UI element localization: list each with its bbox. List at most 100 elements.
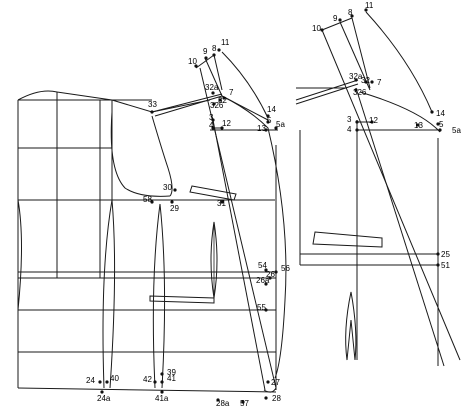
detail-point-51	[436, 263, 440, 267]
main-label-13: 13	[257, 124, 266, 133]
detail-label-5: 5	[439, 120, 444, 129]
detail-label-4: 4	[347, 125, 352, 134]
main-point-10	[194, 64, 198, 68]
detail-point-3	[355, 120, 359, 124]
detail-point-32a	[354, 78, 358, 82]
main-label-57: 57	[240, 399, 249, 408]
main-point-29	[170, 200, 174, 204]
detail-point-10	[320, 28, 324, 32]
detail-label-51: 51	[441, 261, 450, 270]
main-label-9: 9	[203, 47, 208, 56]
main-point-13	[264, 128, 268, 132]
main-point-24	[98, 380, 102, 384]
detail-label-32a: 32a	[349, 72, 363, 81]
detail-point-8	[350, 14, 354, 18]
detail-lapel-1	[321, 29, 461, 361]
main-point-8	[212, 53, 216, 57]
main-point-4	[211, 126, 215, 130]
main-label-3: 3	[209, 113, 214, 122]
detail-point-13	[416, 123, 420, 127]
main-point-30	[173, 188, 177, 192]
main-point-57	[241, 400, 245, 404]
detail-collar-curve	[365, 11, 433, 113]
detail-label-9: 9	[333, 14, 338, 23]
detail-point-25	[436, 252, 440, 256]
back-shoulder-seam	[56, 91, 211, 113]
lapel-line-2	[204, 57, 223, 97]
detail-vertical-12	[355, 87, 445, 367]
detail-top-line-c	[295, 83, 359, 105]
detail-point-7	[370, 80, 374, 84]
detail-draft	[295, 11, 461, 367]
main-label-10: 10	[188, 57, 197, 66]
detail-point-14	[430, 110, 434, 114]
main-label-11: 11	[221, 38, 230, 47]
main-label-31: 31	[217, 199, 226, 208]
main-label-40: 40	[110, 374, 119, 383]
main-label-30: 30	[163, 183, 172, 192]
detail-label-11: 11	[365, 1, 374, 10]
main-point-3	[211, 118, 215, 122]
detail-label-13: 13	[414, 121, 423, 130]
main-point-14	[266, 114, 270, 118]
back-side-dart	[17, 199, 22, 311]
main-point-27	[266, 380, 270, 384]
front-shoulder-line	[151, 93, 223, 113]
detail-label-8: 8	[348, 8, 353, 17]
detail-dart	[345, 291, 357, 361]
main-label-41: 41	[167, 374, 176, 383]
main-point-11	[217, 48, 221, 52]
back-panel-dart	[102, 199, 113, 389]
main-point-9	[204, 56, 208, 60]
detail-point-5	[436, 122, 440, 126]
detail-lapel-3	[351, 17, 371, 89]
main-point-41	[160, 380, 164, 384]
side-panel-dart	[109, 199, 116, 389]
detail-label-12: 12	[369, 116, 378, 125]
main-point-58	[150, 200, 154, 204]
main-label-5: 5	[267, 116, 272, 125]
detail-point-9	[338, 18, 342, 22]
front-panel-dart-right	[159, 203, 166, 389]
main-point-32	[218, 98, 222, 102]
main-label-26: 26	[266, 270, 275, 279]
front-edge-curve	[221, 95, 287, 379]
main-label-54: 54	[258, 261, 267, 270]
main-label-5a: 5a	[276, 120, 285, 129]
detail-label-14: 14	[436, 109, 445, 118]
detail-point-326	[354, 88, 358, 92]
main-label-39: 39	[167, 368, 176, 377]
detail-front-edge	[359, 91, 441, 133]
lapel-line-3	[213, 54, 223, 91]
main-point-41a	[160, 390, 164, 394]
detail-point-11	[364, 8, 368, 12]
detail-label-32: 32	[361, 76, 370, 85]
collar-line	[195, 54, 215, 69]
main-label-32a: 32a	[205, 83, 219, 92]
detail-point-5a	[438, 128, 442, 132]
main-point-12	[220, 126, 224, 130]
front-vertical-line	[212, 119, 266, 391]
main-draft	[17, 51, 287, 393]
detail-top-line-b	[295, 79, 359, 101]
main-label-26a: 26a	[256, 276, 270, 285]
front-hem-curve	[263, 387, 277, 393]
main-point-28	[264, 396, 268, 400]
detail-label-3: 3	[347, 115, 352, 124]
main-label-8: 8	[212, 44, 217, 53]
main-label-42: 42	[143, 375, 152, 384]
main-point-5	[266, 120, 270, 124]
main-label-55: 55	[257, 303, 266, 312]
main-point-39	[160, 372, 164, 376]
main-point-42	[153, 380, 157, 384]
detail-point-4	[355, 128, 359, 132]
main-label-4: 4	[209, 121, 214, 130]
front-panel-dart-left	[152, 203, 161, 389]
main-point-26a	[264, 282, 268, 286]
main-label-24: 24	[86, 376, 95, 385]
main-label-41a: 41a	[155, 394, 169, 403]
detail-pocket	[312, 231, 383, 248]
main-point-24a	[100, 390, 104, 394]
